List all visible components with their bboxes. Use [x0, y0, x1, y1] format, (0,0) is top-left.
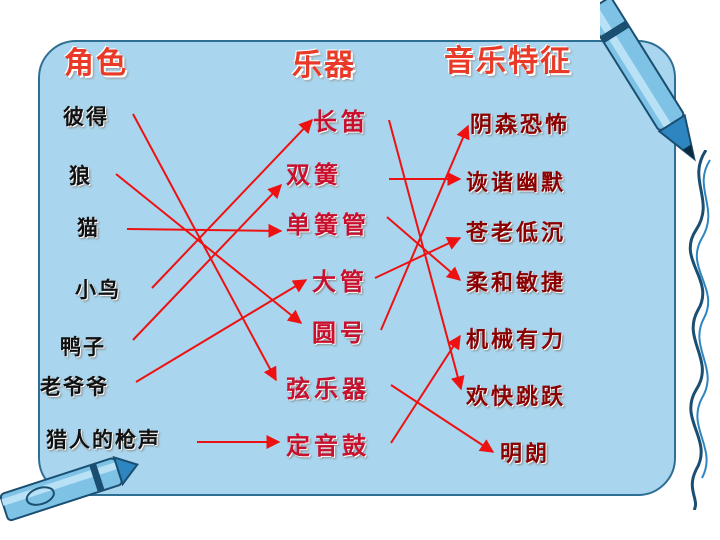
- squiggle-icon: [688, 150, 711, 510]
- role-wolf: 狼: [69, 164, 92, 188]
- link-horn-gloomy: [380, 124, 470, 331]
- link-peter-strings: [132, 113, 277, 382]
- link-clarinet-gentle: [386, 216, 462, 281]
- feature-old-deep: 苍老低沉: [466, 221, 567, 246]
- role-bird: 小鸟: [75, 278, 121, 302]
- instrument-clarinet: 单簧管: [286, 211, 370, 239]
- link-cat-clarinet: [126, 223, 283, 238]
- header-roles: 角色: [64, 46, 128, 81]
- feature-cheerful-lively: 欢快跳跃: [466, 385, 567, 410]
- role-duck: 鸭子: [60, 335, 106, 359]
- instrument-bassoon: 大管: [312, 268, 368, 296]
- link-grandfather-bassoon: [135, 279, 308, 383]
- link-strings-bright: [390, 384, 495, 453]
- pen-icon: [600, 0, 696, 162]
- instrument-oboe: 双簧: [286, 161, 342, 189]
- diagram-panel: [38, 40, 676, 496]
- feature-mechanical-strong: 机械有力: [466, 328, 567, 353]
- link-bird-flute: [151, 118, 313, 289]
- link-wolf-horn: [115, 173, 303, 324]
- role-cat: 猫: [77, 216, 100, 240]
- feature-gentle-agile: 柔和敏捷: [466, 271, 567, 296]
- instrument-flute: 长笛: [313, 108, 369, 136]
- feature-bright: 明朗: [500, 442, 551, 467]
- link-timpani-mechanical: [390, 334, 461, 444]
- link-duck-oboe: [132, 183, 282, 341]
- pen-icon: [0, 455, 139, 522]
- feature-gloomy: 阴森恐怖: [470, 113, 571, 138]
- feature-humorous: 诙谐幽默: [466, 171, 567, 196]
- header-features: 音乐特征: [444, 44, 572, 79]
- role-hunter-gunshot: 猎人的枪声: [46, 428, 161, 452]
- role-grandfather: 老爷爷: [40, 375, 109, 399]
- instrument-horn: 圆号: [312, 319, 368, 347]
- instrument-timpani: 定音鼓: [286, 432, 370, 460]
- link-bassoon-old: [374, 237, 462, 279]
- role-peter: 彼得: [63, 105, 109, 129]
- header-instruments: 乐器: [292, 48, 356, 83]
- instrument-strings: 弦乐器: [286, 375, 370, 403]
